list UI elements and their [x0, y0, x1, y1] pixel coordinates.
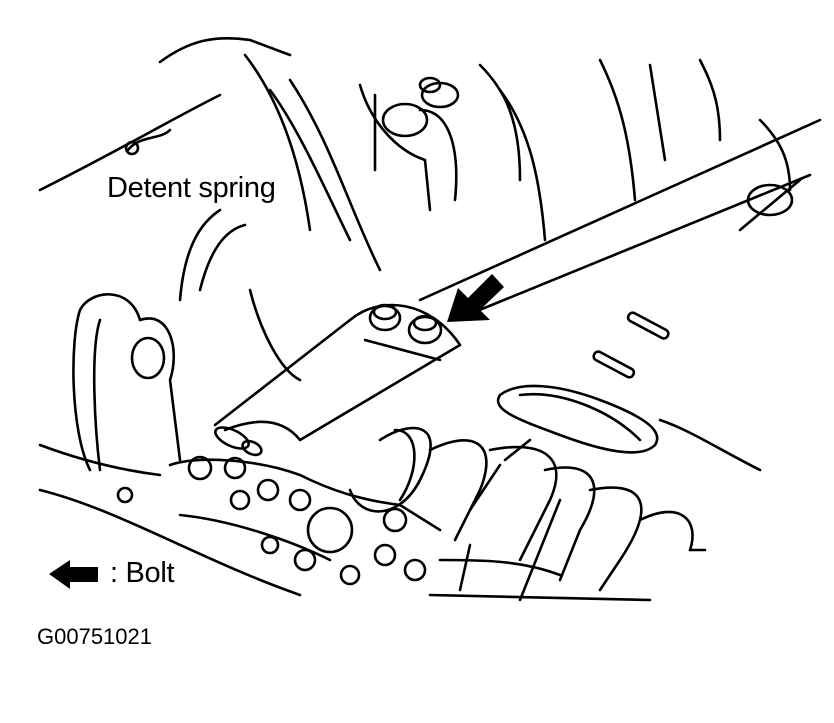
detent-spring-callout: Detent spring — [107, 172, 276, 204]
upper-housing-outline — [40, 38, 820, 320]
detent-spring — [212, 305, 460, 458]
fluid-passages — [350, 311, 760, 600]
valve-body-plate — [40, 457, 440, 595]
bolt-pointer-arrow-icon — [447, 274, 504, 322]
legend-arrow-icon — [49, 560, 98, 589]
upper-boss — [126, 78, 792, 215]
figure-code: G00751021 — [37, 624, 152, 649]
spring-bolts — [370, 305, 441, 343]
manual-lever — [40, 210, 300, 475]
bolt-legend-label: : Bolt — [110, 557, 175, 589]
